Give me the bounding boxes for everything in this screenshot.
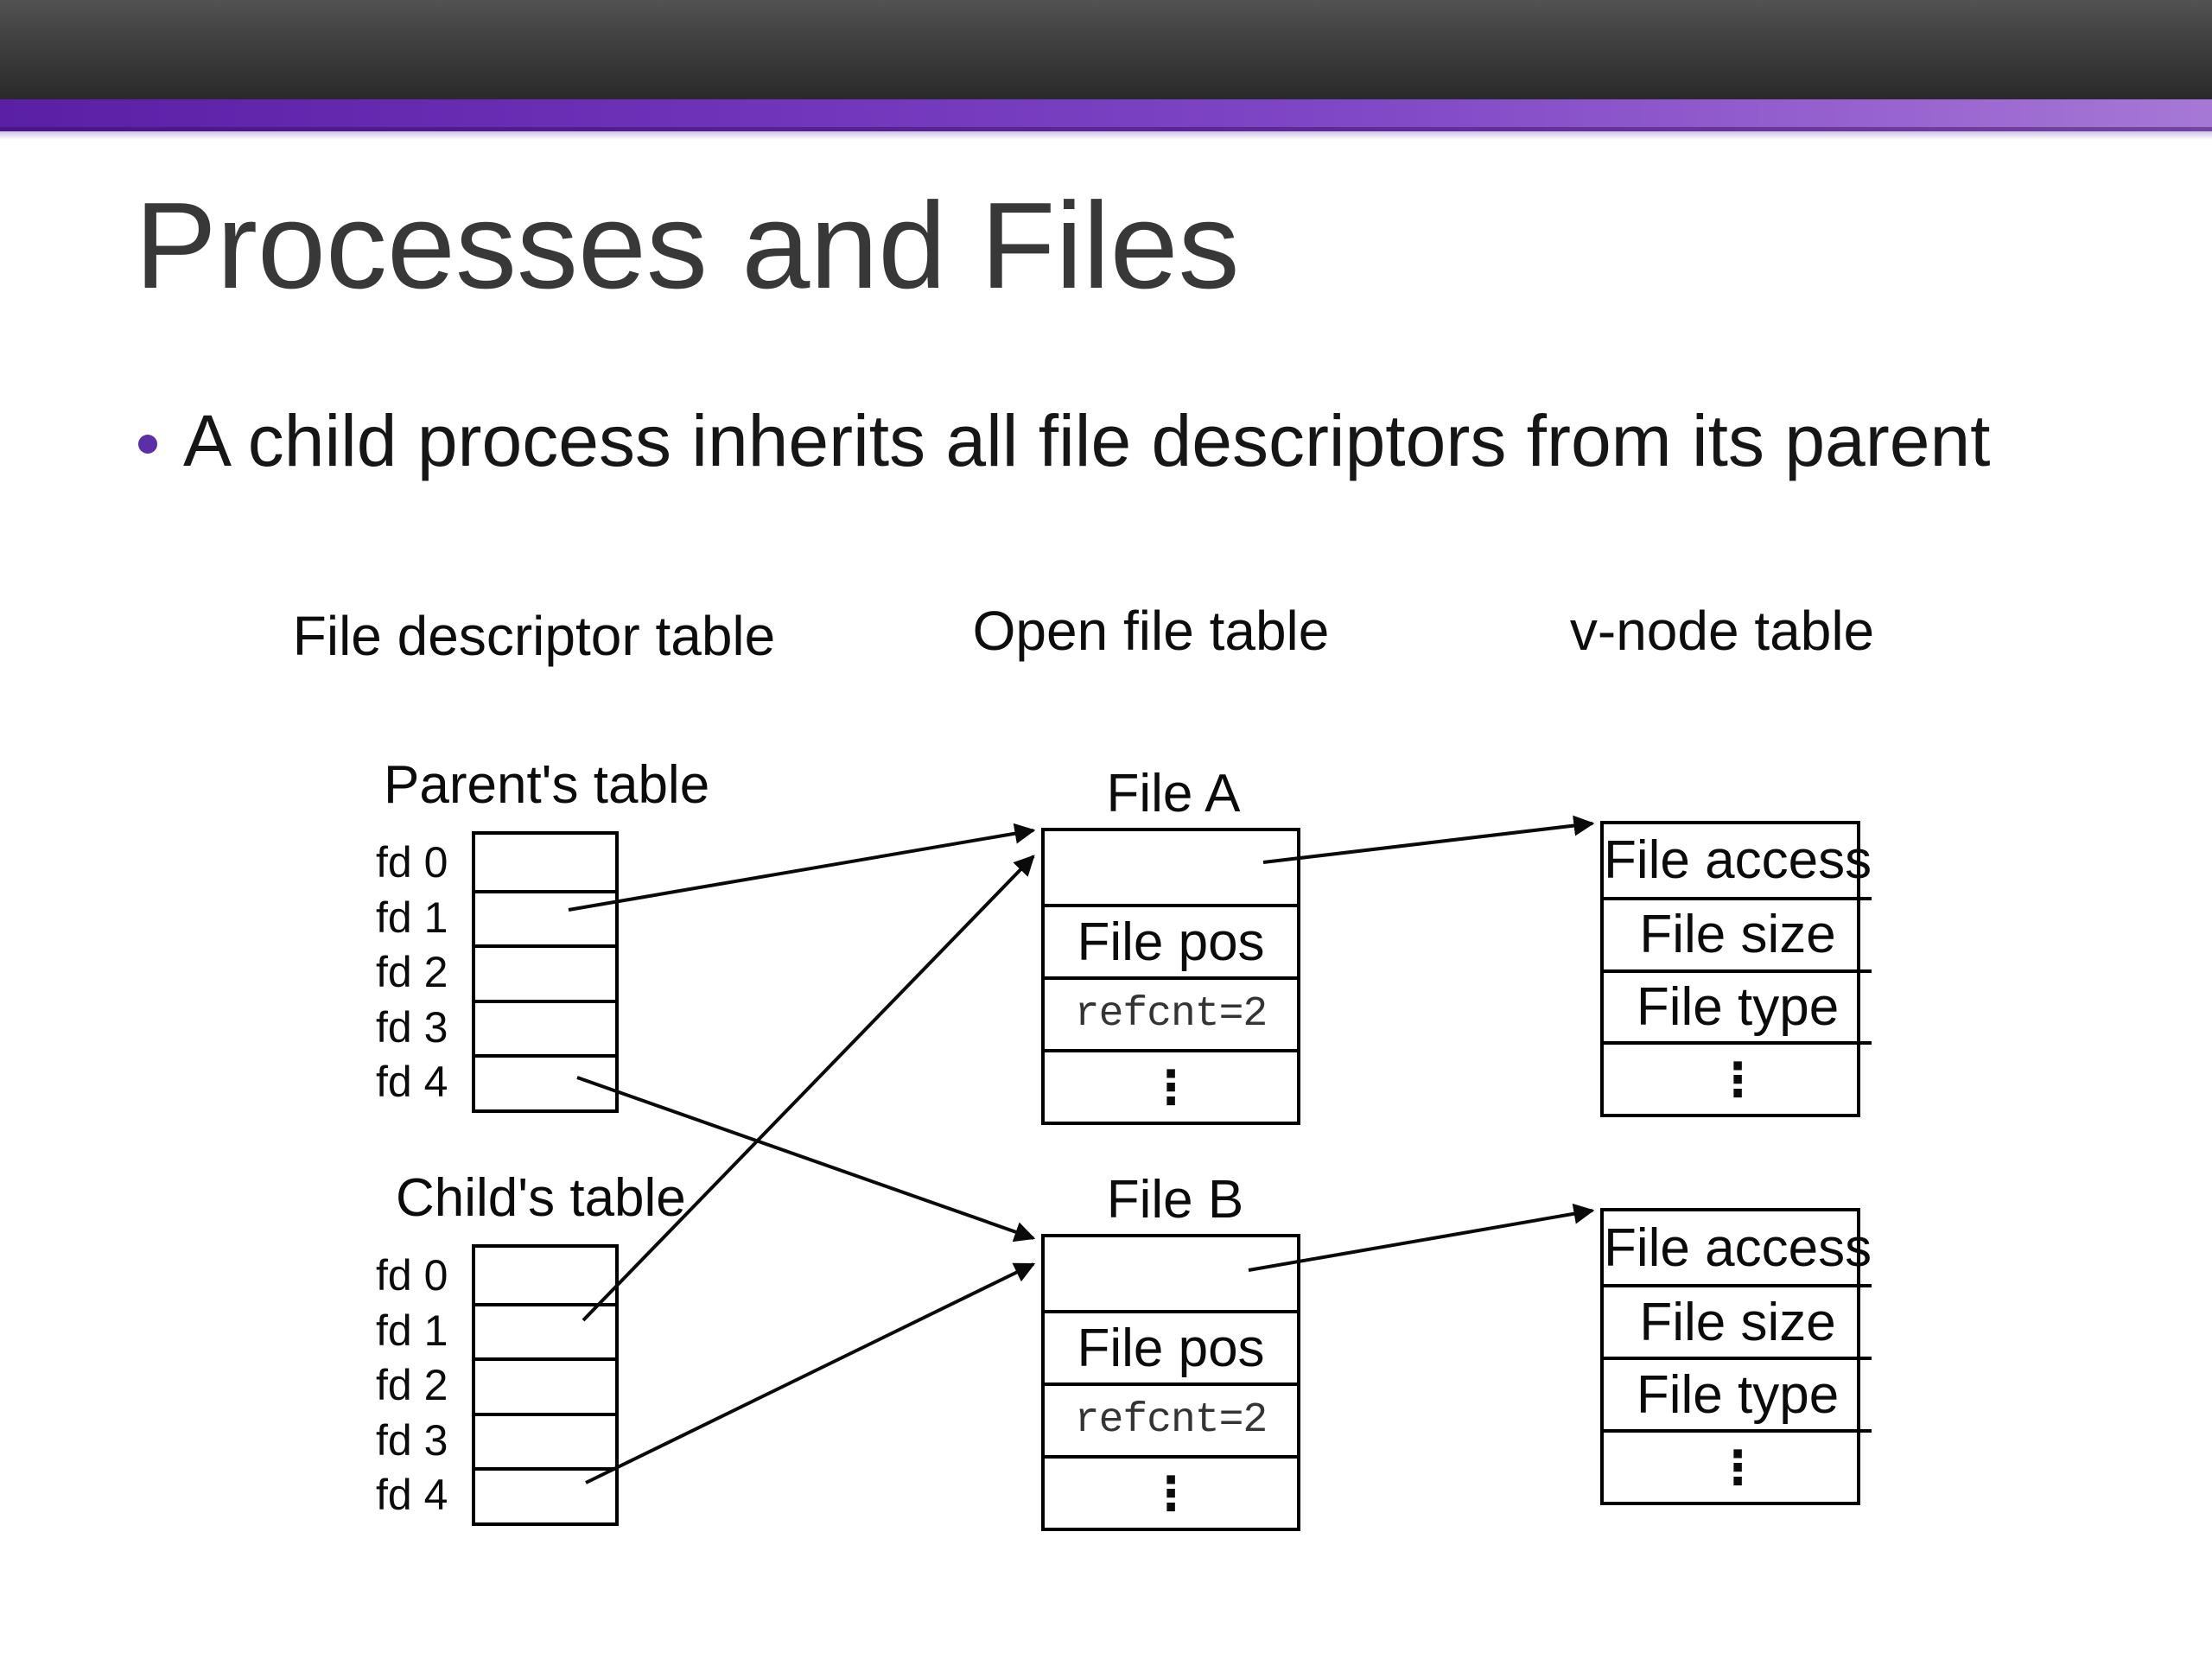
file-a-refcnt-row: refcnt=2 [1045, 976, 1297, 1049]
file-b-filepos-row: File pos [1045, 1310, 1297, 1382]
column-header-file-descriptor-table: File descriptor table [292, 605, 776, 667]
arrow-child-fd4-to-file-b [585, 1262, 1036, 1484]
file-a-pointer-row [1045, 831, 1297, 904]
file-a-label: File A [1106, 764, 1241, 823]
parent-fd3-label: fd 3 [376, 1003, 448, 1052]
child-fd0-cell [475, 1248, 615, 1303]
vnode-a-access-row: File access [1604, 830, 1872, 891]
vnode-b-entry: File access File size File type ⋮ [1600, 1208, 1872, 1505]
vnode-a-type-row: File type [1604, 969, 1872, 1042]
column-header-open-file-table: Open file table [972, 600, 1330, 662]
bullet-icon [138, 435, 157, 454]
arrow-parent-fd1-to-file-a [568, 823, 1036, 912]
page-title: Processes and Files [135, 177, 1240, 315]
child-fd3-label: fd 3 [376, 1416, 448, 1465]
arrow-file-a-to-vnode-a [1262, 815, 1595, 864]
parent-fd-table [472, 831, 619, 1113]
child-fd0-label: fd 0 [376, 1251, 448, 1300]
vnode-b-size-row: File size [1604, 1284, 1872, 1357]
vnode-a-size-row: File size [1604, 896, 1872, 969]
file-b-entry: File pos refcnt=2 ⋮ [1041, 1234, 1300, 1531]
parent-fd4-cell [475, 1054, 615, 1109]
file-b-refcnt-row: refcnt=2 [1045, 1382, 1297, 1455]
accent-fade [0, 131, 2212, 140]
file-a-filepos-row: File pos [1045, 904, 1297, 976]
child-fd1-label: fd 1 [376, 1306, 448, 1355]
parent-fd1-label: fd 1 [376, 893, 448, 942]
file-a-ellipsis-row: ⋮ [1045, 1049, 1297, 1122]
parent-fd4-label: fd 4 [376, 1058, 448, 1106]
parent-fd3-cell [475, 999, 615, 1055]
purple-accent-bar [0, 99, 2212, 131]
vnode-b-access-row: File access [1604, 1217, 1872, 1278]
child-fd2-cell [475, 1357, 615, 1413]
column-header-vnode-table: v-node table [1569, 600, 1875, 662]
parent-fd1-cell [475, 889, 615, 945]
parent-fd0-label: fd 0 [376, 838, 448, 887]
child-fd2-label: fd 2 [376, 1361, 448, 1409]
vnode-b-ellipsis-row: ⋮ [1604, 1429, 1872, 1502]
bullet-text: A child process inherits all file descri… [183, 400, 1991, 481]
file-b-label: File B [1106, 1170, 1244, 1230]
parent-fd2-cell [475, 944, 615, 1000]
child-fd4-cell [475, 1467, 615, 1522]
top-dark-bar [0, 0, 2212, 99]
parent-fd0-cell [475, 835, 615, 890]
vnode-b-type-row: File type [1604, 1357, 1872, 1429]
file-b-ellipsis-row: ⋮ [1045, 1455, 1297, 1528]
vnode-a-ellipsis-row: ⋮ [1604, 1041, 1872, 1114]
child-fd3-cell [475, 1412, 615, 1468]
child-fd1-cell [475, 1302, 615, 1358]
child-fd-table [472, 1244, 619, 1526]
parent-table-label: Parent's table [384, 755, 710, 815]
file-a-entry: File pos refcnt=2 ⋮ [1041, 828, 1300, 1125]
parent-fd2-label: fd 2 [376, 948, 448, 996]
arrow-child-fd1-to-file-a [582, 855, 1035, 1322]
vnode-a-entry: File access File size File type ⋮ [1600, 821, 1872, 1117]
file-b-pointer-row [1045, 1237, 1297, 1310]
child-table-label: Child's table [396, 1168, 686, 1228]
child-fd4-label: fd 4 [376, 1471, 448, 1519]
